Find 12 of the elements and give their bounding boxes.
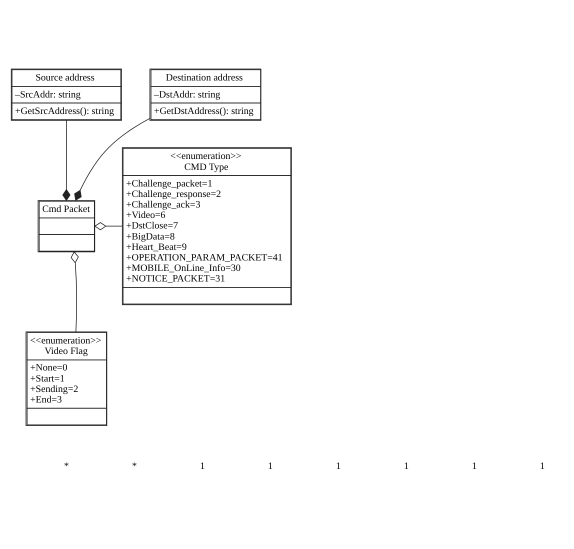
- label: 1: [268, 460, 273, 472]
- label: 1: [404, 460, 409, 472]
- connector: [74, 118, 150, 201]
- connector: [62, 120, 70, 202]
- connector: [70, 251, 79, 332]
- label: 1: [472, 460, 477, 472]
- label: *: [132, 460, 137, 472]
- label: 1: [540, 460, 545, 472]
- connector: [94, 222, 123, 230]
- label: *: [64, 460, 69, 472]
- label: 1: [200, 460, 205, 472]
- label: 1: [336, 460, 341, 472]
